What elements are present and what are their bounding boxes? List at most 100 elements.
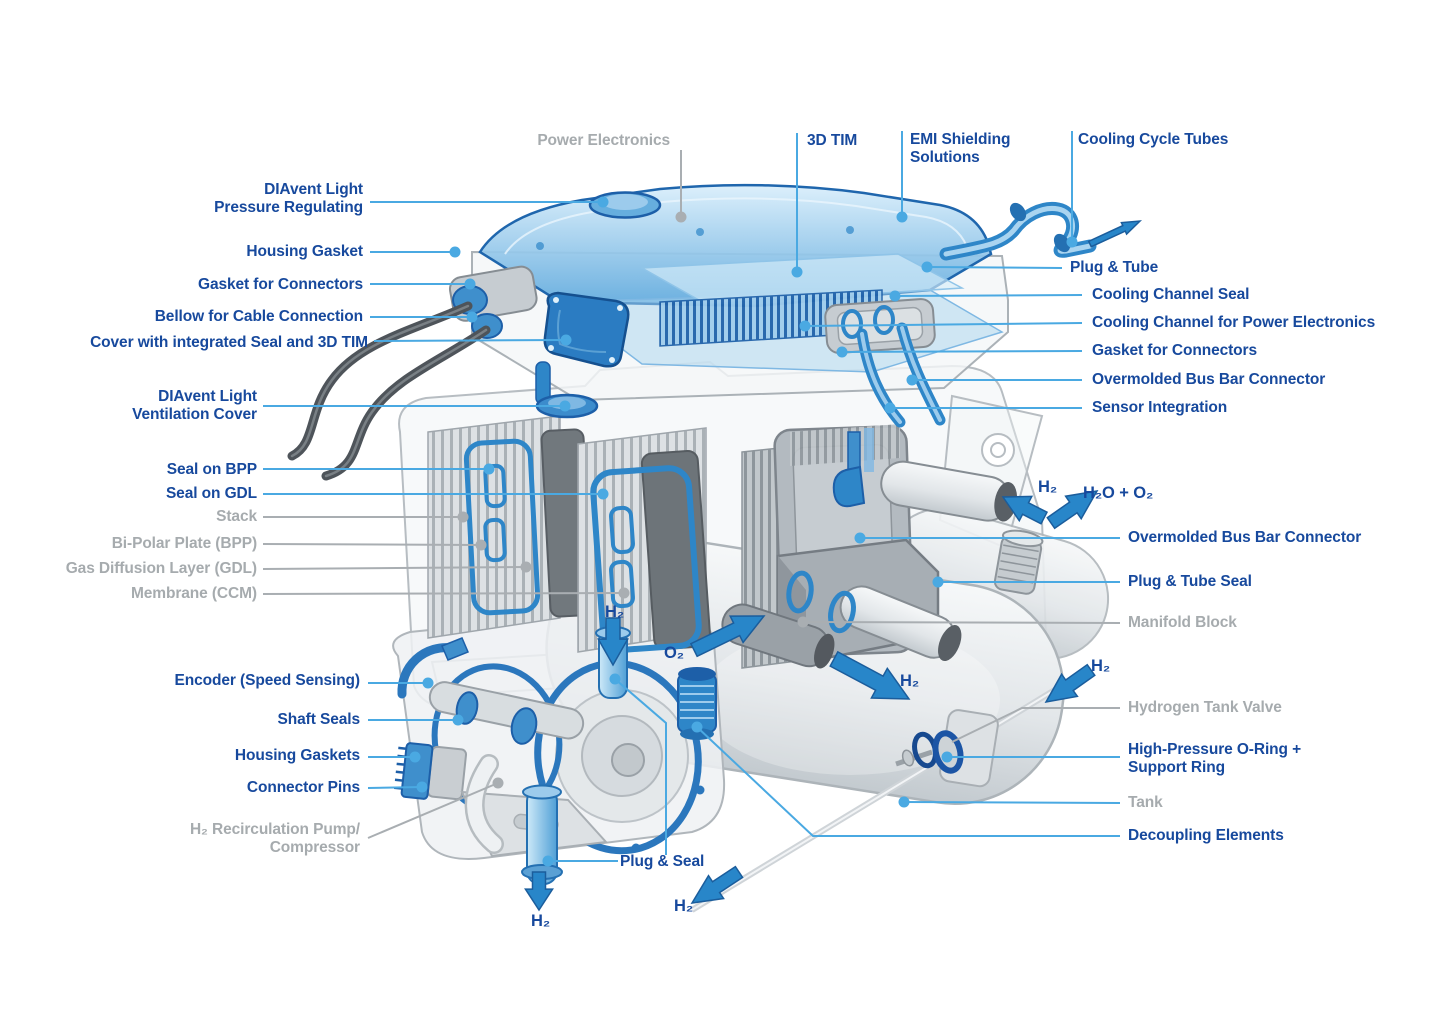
leader-dot: [618, 587, 630, 599]
flow-arrow-h2-drain-down: [690, 865, 744, 904]
label-gas-o2-in: O₂: [664, 644, 684, 662]
label-gasket-for-connectors-left: Gasket for Connectors: [198, 276, 363, 293]
leader-line: [841, 350, 1083, 353]
leader-dot: [691, 721, 703, 733]
label-stack: Stack: [216, 508, 257, 525]
sensor-cable-2: [864, 428, 874, 472]
label-gas-h2-purge-bottom: H₂: [531, 912, 551, 930]
leader-dot: [921, 261, 933, 273]
label-plug-and-seal: Plug & Seal: [620, 853, 705, 870]
label-gas-diffusion-layer-gdl: Gas Diffusion Layer (GDL): [65, 560, 257, 577]
label-seal-on-bpp: Seal on BPP: [166, 461, 257, 478]
frame-hole-inner: [990, 442, 1006, 458]
label-emi-shielding-solutions: EMI Shielding Solutions: [910, 131, 1011, 166]
leader-dot: [941, 751, 953, 763]
flow-arrow-h2-out-right: [829, 650, 911, 700]
leader-line: [367, 782, 499, 839]
shaft-seal-2: [510, 707, 538, 745]
label-high-pressure-o-ring-support-ring: High-Pressure O-Ring + Support Ring: [1128, 741, 1302, 776]
label-three-d-tim: 3D TIM: [807, 132, 858, 149]
flow-arrow-h2-into-stack: [1001, 495, 1049, 525]
cables: [287, 301, 491, 481]
leader-line: [696, 726, 1120, 837]
label-cooling-cycle-tubes: Cooling Cycle Tubes: [1078, 131, 1229, 148]
connector-gasket-2: [873, 305, 895, 335]
leader-dot: [483, 463, 495, 475]
leader-line: [894, 294, 1083, 297]
label-cooling-channel-for-power-electronics: Cooling Channel for Power Electronics: [1092, 314, 1376, 331]
label-hydrogen-tank-valve: Hydrogen Tank Valve: [1128, 699, 1282, 716]
label-gas-h2-stack-out: H₂: [900, 672, 920, 690]
label-plug-and-tube: Plug & Tube: [1070, 259, 1159, 276]
flow-arrow-o2-in: [689, 615, 766, 658]
leader-line: [367, 786, 423, 789]
plug-tube-seal-ring-2: [786, 570, 814, 614]
leader-dot: [799, 320, 811, 332]
label-shaft-seals: Shaft Seals: [277, 711, 361, 728]
leader-dot: [884, 402, 896, 414]
label-gas-h2-tank-line: H₂: [1091, 657, 1111, 675]
leader-dot: [791, 266, 803, 278]
leader-dot: [906, 374, 918, 386]
plug-tube-seal-ring: [828, 590, 856, 634]
leader-line: [926, 266, 1063, 269]
leader-dot: [896, 211, 908, 223]
leader-dot: [889, 290, 901, 302]
leader-dot: [898, 796, 910, 808]
leader-dot: [597, 488, 609, 500]
label-decoupling-elements: Decoupling Elements: [1128, 827, 1284, 844]
label-diavent-light-ventilation-cover: DIAvent Light Ventilation Cover: [132, 388, 257, 423]
flow-arrow-h2o-o2-out: [1046, 490, 1099, 530]
label-plug-and-tube-seal: Plug & Tube Seal: [1128, 573, 1252, 590]
leader-dot: [797, 616, 809, 628]
label-overmolded-bus-bar-connector-top: Overmolded Bus Bar Connector: [1092, 371, 1326, 388]
leader-dot: [836, 346, 848, 358]
hydrogen-tank-valve-part: [690, 685, 1060, 913]
label-overmolded-bus-bar-connector-mid: Overmolded Bus Bar Connector: [1128, 529, 1362, 546]
leader-dot: [475, 539, 487, 551]
decoupling-ribbed-plug: [677, 667, 717, 740]
leader-dot: [560, 334, 572, 346]
leader-dot: [457, 511, 469, 523]
leader-dot: [559, 400, 571, 412]
leader-dot: [1066, 236, 1078, 248]
cover-with-seal: [543, 291, 630, 368]
label-cooling-channel-seal: Cooling Channel Seal: [1092, 286, 1250, 303]
label-power-electronics: Power Electronics: [537, 132, 670, 149]
seal-on-gdl-part: [590, 465, 702, 653]
leader-dot: [597, 196, 609, 208]
label-sensor-integration: Sensor Integration: [1092, 399, 1228, 416]
leader-dot: [464, 278, 476, 290]
label-seal-on-gdl: Seal on GDL: [165, 485, 257, 502]
label-h2-recirculation-pump-compressor: H₂ Recirculation Pump/ Compressor: [189, 821, 360, 856]
leader-line: [804, 322, 1083, 327]
bipolar-plate-block: [427, 415, 561, 639]
label-gasket-for-connectors-right: Gasket for Connectors: [1092, 342, 1257, 359]
leader-line: [614, 678, 667, 855]
flow-arrow-h2-purge-down: [524, 871, 554, 912]
frame-hole: [981, 433, 1015, 467]
leader-line: [802, 621, 1121, 624]
sensor-body: [832, 465, 866, 508]
leader-line: [903, 801, 1121, 804]
leader-dot: [422, 677, 434, 689]
shaft-seal: [455, 691, 479, 725]
leader-dot: [416, 781, 428, 793]
leader-dot: [492, 777, 504, 789]
label-connector-pins: Connector Pins: [246, 779, 360, 796]
decoupling-element-mount: [993, 529, 1044, 595]
label-housing-gaskets: Housing Gaskets: [234, 747, 360, 764]
label-bellow-for-cable-connection: Bellow for Cable Connection: [154, 308, 363, 325]
label-encoder-speed-sensing: Encoder (Speed Sensing): [174, 672, 361, 689]
leader-dot: [520, 561, 532, 573]
label-manifold-block: Manifold Block: [1128, 614, 1237, 631]
label-cover-with-integrated-seal-and-3d-tim: Cover with integrated Seal and 3D TIM: [90, 334, 368, 351]
leader-dot: [609, 673, 621, 685]
leader-dot: [854, 532, 866, 544]
flow-arrow-h2-down-inlet: [597, 617, 629, 667]
leader-line: [262, 566, 527, 570]
